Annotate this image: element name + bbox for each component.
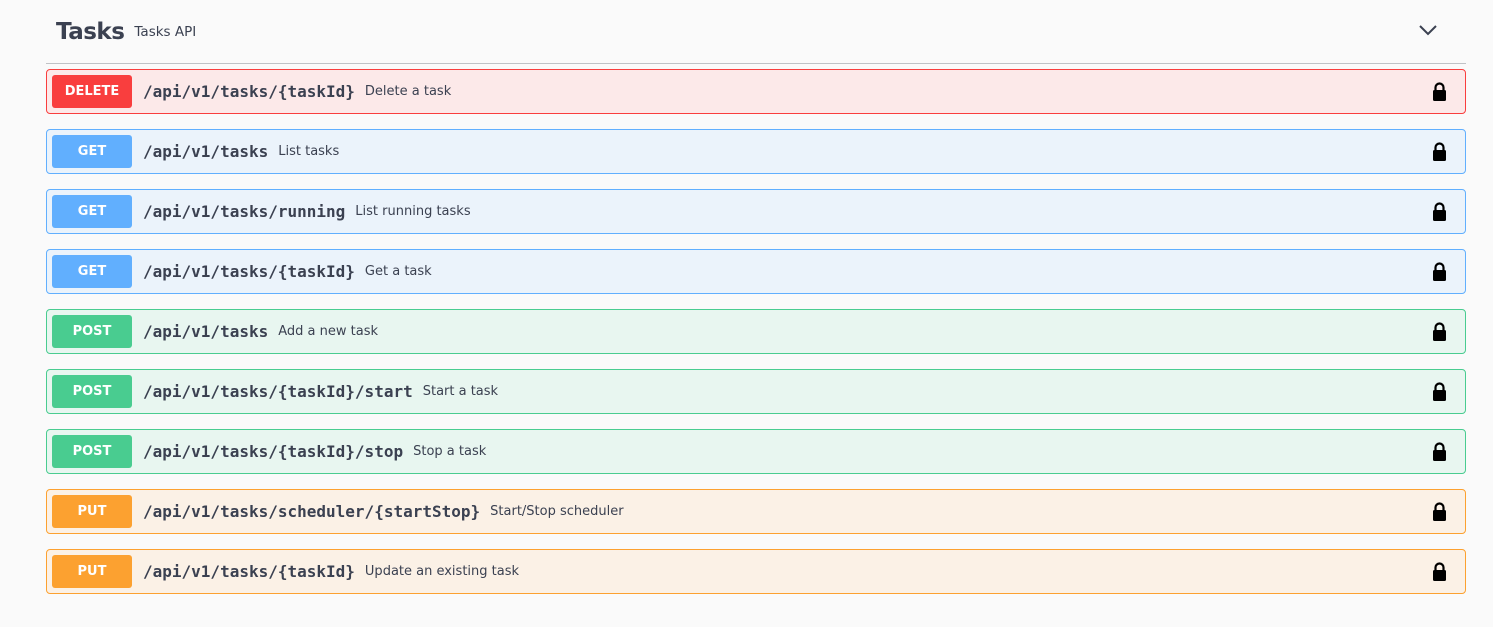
operation-summary: Delete a task xyxy=(364,84,452,99)
lock-icon[interactable] xyxy=(1432,442,1447,462)
method-badge: POST xyxy=(52,435,132,468)
operation-summary: List running tasks xyxy=(355,204,471,219)
operation-summary: Start a task xyxy=(422,384,499,399)
lock-icon[interactable] xyxy=(1432,82,1447,102)
operation-summary: Stop a task xyxy=(413,444,487,459)
operation-delete-task[interactable]: DELETE /api/v1/tasks/{taskId} Delete a t… xyxy=(46,69,1466,114)
operation-path: /api/v1/tasks xyxy=(143,142,269,161)
operation-start-task[interactable]: POST /api/v1/tasks/{taskId}/start Start … xyxy=(46,369,1466,414)
operation-stop-task[interactable]: POST /api/v1/tasks/{taskId}/stop Stop a … xyxy=(46,429,1466,474)
tasks-section: Tasks Tasks API DELETE /api/v1/tasks/{ta… xyxy=(46,0,1466,609)
method-badge: POST xyxy=(52,375,132,408)
operation-path: /api/v1/tasks/running xyxy=(143,202,346,221)
operation-add-task[interactable]: POST /api/v1/tasks Add a new task xyxy=(46,309,1466,354)
operation-list-running-tasks[interactable]: GET /api/v1/tasks/running List running t… xyxy=(46,189,1466,234)
method-badge: DELETE xyxy=(52,75,132,108)
lock-icon[interactable] xyxy=(1432,322,1447,342)
operation-summary: Start/Stop scheduler xyxy=(490,504,624,519)
method-badge: POST xyxy=(52,315,132,348)
operation-summary: Get a task xyxy=(364,264,432,279)
lock-icon[interactable] xyxy=(1432,262,1447,282)
operations-list: DELETE /api/v1/tasks/{taskId} Delete a t… xyxy=(46,69,1466,594)
method-badge: GET xyxy=(52,195,132,228)
operation-list-tasks[interactable]: GET /api/v1/tasks List tasks xyxy=(46,129,1466,174)
lock-icon[interactable] xyxy=(1432,502,1447,522)
section-header[interactable]: Tasks Tasks API xyxy=(46,0,1466,64)
lock-icon[interactable] xyxy=(1432,562,1447,582)
operation-path: /api/v1/tasks/{taskId}/stop xyxy=(143,442,404,461)
lock-icon[interactable] xyxy=(1432,202,1447,222)
method-badge: GET xyxy=(52,135,132,168)
method-badge: GET xyxy=(52,255,132,288)
lock-icon[interactable] xyxy=(1432,142,1447,162)
method-badge: PUT xyxy=(52,495,132,528)
operation-path: /api/v1/tasks xyxy=(143,322,269,341)
operation-scheduler[interactable]: PUT /api/v1/tasks/scheduler/{startStop} … xyxy=(46,489,1466,534)
operation-path: /api/v1/tasks/{taskId} xyxy=(143,562,355,581)
operation-path: /api/v1/tasks/{taskId} xyxy=(143,82,355,101)
operation-path: /api/v1/tasks/scheduler/{startStop} xyxy=(143,502,481,521)
operation-summary: Update an existing task xyxy=(364,564,520,579)
operation-path: /api/v1/tasks/{taskId}/start xyxy=(143,382,413,401)
operation-summary: Add a new task xyxy=(278,324,379,339)
operation-path: /api/v1/tasks/{taskId} xyxy=(143,262,355,281)
operation-update-task[interactable]: PUT /api/v1/tasks/{taskId} Update an exi… xyxy=(46,549,1466,594)
method-badge: PUT xyxy=(52,555,132,588)
chevron-down-icon[interactable] xyxy=(1418,22,1438,38)
operation-summary: List tasks xyxy=(278,144,340,159)
section-title: Tasks xyxy=(56,18,125,45)
section-description: Tasks API xyxy=(134,23,197,40)
lock-icon[interactable] xyxy=(1432,382,1447,402)
operation-get-task[interactable]: GET /api/v1/tasks/{taskId} Get a task xyxy=(46,249,1466,294)
